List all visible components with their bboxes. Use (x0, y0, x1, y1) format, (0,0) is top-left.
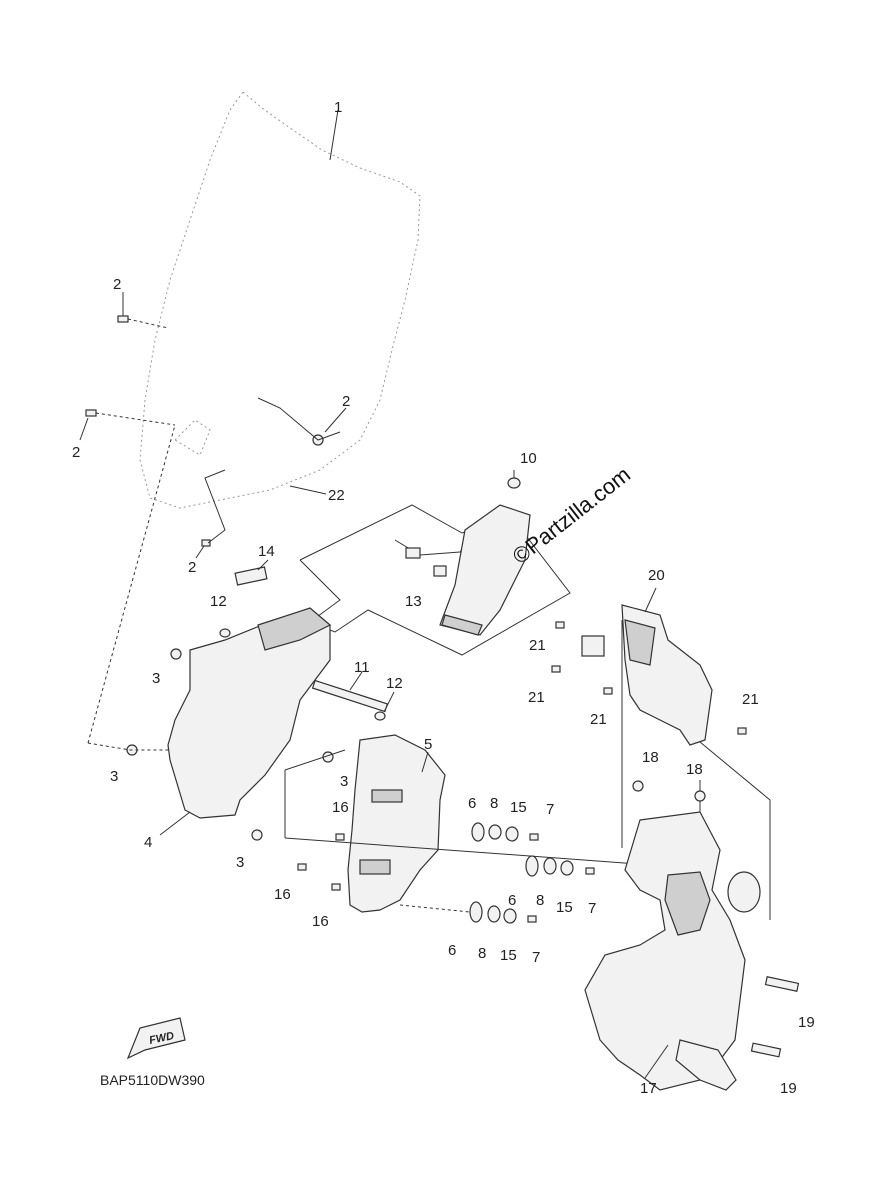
callout-18: 18 (686, 761, 703, 778)
callout-20: 20 (648, 567, 665, 584)
callout-21: 21 (529, 637, 546, 654)
callout-19: 19 (798, 1014, 815, 1031)
bushing-6-a[interactable] (471, 822, 485, 842)
bolt-3-d[interactable] (251, 829, 263, 841)
callout-6: 6 (468, 795, 476, 812)
bushing-6-c[interactable] (469, 901, 483, 923)
lever-bracket-20[interactable] (621, 604, 713, 746)
collar-12-left[interactable] (219, 628, 231, 638)
bolt-21-a[interactable] (555, 621, 565, 629)
bolt-18-b[interactable] (694, 790, 706, 802)
washer-8-c[interactable] (487, 905, 501, 923)
callout-12: 12 (386, 675, 403, 692)
nut-10[interactable] (507, 477, 521, 489)
bushing-6-b[interactable] (525, 855, 539, 877)
callout-8: 8 (536, 892, 544, 909)
callout-3: 3 (340, 773, 348, 790)
windshield[interactable] (139, 91, 421, 509)
callout-21: 21 (742, 691, 759, 708)
callout-11: 11 (354, 659, 370, 676)
callout-labels: 1 2 2 2 2 22 10 13 14 12 11 12 3 3 3 3 4… (72, 99, 815, 1097)
callout-2: 2 (113, 276, 121, 293)
callout-16: 16 (312, 913, 329, 930)
diagram-code: BAP5110DW390 (100, 1072, 205, 1088)
bolt-19-b[interactable] (750, 1042, 782, 1058)
callout-14: 14 (258, 543, 275, 560)
callout-6: 6 (448, 942, 456, 959)
callout-12: 12 (210, 593, 227, 610)
callout-6: 6 (508, 892, 516, 909)
nut-7-a[interactable] (529, 833, 539, 841)
nut-13[interactable] (433, 565, 447, 577)
screw-2-lower[interactable] (201, 539, 211, 547)
callout-13: 13 (405, 593, 422, 610)
bracket-5[interactable] (347, 734, 446, 913)
callout-3: 3 (110, 768, 118, 785)
left-bracket[interactable] (167, 607, 332, 819)
callout-10: 10 (520, 450, 537, 467)
callout-22: 22 (328, 487, 345, 504)
pipe-14[interactable] (234, 566, 268, 586)
nut-7-c[interactable] (527, 915, 537, 923)
callout-7: 7 (546, 801, 554, 818)
callout-2: 2 (72, 444, 80, 461)
washer-8-a[interactable] (488, 824, 502, 840)
callout-15: 15 (500, 947, 517, 964)
bolt-3-a[interactable] (170, 648, 182, 660)
callout-21: 21 (528, 689, 545, 706)
callout-17: 17 (640, 1080, 657, 1097)
fwd-arrow-icon: FWD (126, 1017, 186, 1060)
callout-3: 3 (152, 670, 160, 687)
bolt-19-a[interactable] (764, 976, 800, 992)
callout-1: 1 (334, 99, 342, 116)
nut-7-b[interactable] (585, 867, 595, 875)
callout-15: 15 (510, 799, 527, 816)
callout-3: 3 (236, 854, 244, 871)
callout-16: 16 (332, 799, 349, 816)
callout-2: 2 (188, 559, 196, 576)
collar-12-right[interactable] (374, 711, 386, 721)
washer-8-b[interactable] (543, 857, 557, 875)
bolt-21-d[interactable] (737, 727, 747, 735)
callout-8: 8 (490, 795, 498, 812)
callout-16: 16 (274, 886, 291, 903)
callout-8: 8 (478, 945, 486, 962)
callout-18: 18 (642, 749, 659, 766)
upper-mount-bracket[interactable] (439, 504, 531, 636)
screw-2-upper-left[interactable] (117, 315, 129, 323)
screw-16-c[interactable] (331, 883, 341, 891)
screw-2-left[interactable] (85, 409, 97, 417)
callout-5: 5 (424, 736, 432, 753)
callout-15: 15 (556, 899, 573, 916)
clip-13b[interactable] (405, 547, 421, 559)
callout-2: 2 (342, 393, 350, 410)
bolt-18-a[interactable] (632, 780, 644, 792)
washer-15-a[interactable] (505, 826, 519, 842)
callout-19: 19 (780, 1080, 797, 1097)
stay-17[interactable] (584, 811, 761, 1091)
collar-21[interactable] (581, 635, 605, 657)
bolt-21-b[interactable] (551, 665, 561, 673)
rod-11[interactable] (311, 679, 389, 713)
bolt-21-c[interactable] (603, 687, 613, 695)
callout-7: 7 (588, 900, 596, 917)
screw-16-a[interactable] (335, 833, 345, 841)
callout-4: 4 (144, 834, 152, 851)
washer-15-b[interactable] (560, 860, 574, 876)
callout-21: 21 (590, 711, 607, 728)
fwd-label: FWD (148, 1030, 175, 1047)
washer-15-c[interactable] (503, 908, 517, 924)
callout-7: 7 (532, 949, 540, 966)
screw-16-b[interactable] (297, 863, 307, 871)
